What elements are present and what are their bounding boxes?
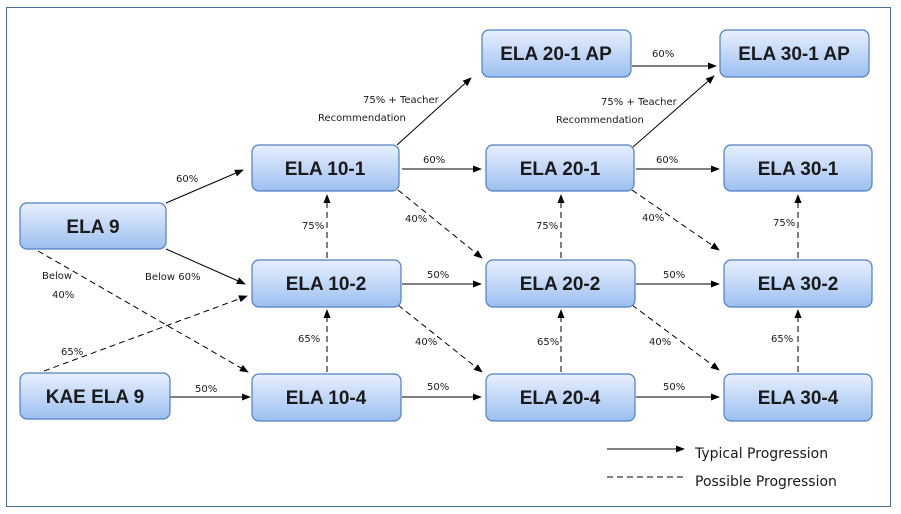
edge-label: 75% — [536, 221, 558, 232]
edge-label: 60% — [176, 174, 198, 185]
edge-ela20-1-to-ela30-1ap — [632, 75, 715, 148]
edge-labels: 60% Below 60% Below 40% 65% 50% 75% + Te… — [42, 49, 795, 395]
edges — [37, 62, 802, 401]
legend-label-possible: Possible Progression — [695, 474, 837, 490]
edge-label: 75% + Teacher — [601, 97, 678, 108]
node-ela-30-2: ELA 30-2 — [723, 259, 873, 308]
edge-ela20-2-to-ela30-4 — [631, 304, 720, 371]
edge-label: 60% — [656, 155, 678, 166]
edge-label: Recommendation — [318, 113, 406, 124]
edge-label: 60% — [423, 155, 445, 166]
edge-label: 40% — [52, 290, 74, 301]
node-ela-10-2: ELA 10-2 — [251, 259, 402, 308]
edge-ela20-1-to-ela30-2 — [631, 189, 720, 251]
edge-label: 65% — [298, 334, 320, 345]
node-label: ELA 30-4 — [758, 388, 839, 409]
nodes: ELA 9 KAE ELA 9 ELA 10-1 ELA 10-2 ELA 10… — [19, 29, 873, 422]
edge-label: 50% — [663, 382, 685, 393]
edge-ela9-to-ela10-1 — [165, 169, 244, 204]
node-label: ELA 20-1 AP — [500, 44, 612, 65]
node-label: KAE ELA 9 — [46, 387, 145, 408]
node-ela-20-1-ap: ELA 20-1 AP — [481, 29, 632, 78]
edge-label: 50% — [427, 270, 449, 281]
edge-label: Recommendation — [556, 115, 644, 126]
node-label: ELA 10-4 — [286, 388, 367, 409]
edge-label: 50% — [427, 382, 449, 393]
edge-ela10-1-to-ela20-2 — [397, 189, 483, 259]
node-ela-20-2: ELA 20-2 — [485, 259, 636, 308]
node-ela-10-4: ELA 10-4 — [251, 373, 402, 422]
node-label: ELA 20-1 — [520, 159, 601, 180]
node-label: ELA 9 — [66, 217, 119, 238]
edge-label: 40% — [649, 337, 671, 348]
node-label: ELA 30-1 AP — [738, 44, 850, 65]
node-ela-9: ELA 9 — [19, 202, 167, 250]
node-ela-30-1-ap: ELA 30-1 AP — [719, 29, 870, 78]
edge-label: 60% — [652, 49, 674, 60]
node-label: ELA 30-2 — [758, 274, 839, 295]
edge-kae9-to-ela10-2 — [43, 295, 248, 372]
edge-ela10-1-to-ela20-1ap — [396, 77, 472, 146]
node-ela-10-1: ELA 10-1 — [251, 144, 400, 192]
node-label: ELA 30-1 — [758, 159, 839, 180]
diagram-frame — [6, 7, 891, 507]
node-ela-20-1: ELA 20-1 — [485, 144, 635, 192]
legend: Typical Progression Possible Progression — [607, 445, 837, 490]
edge-label: 50% — [195, 384, 217, 395]
node-ela-20-4: ELA 20-4 — [485, 373, 636, 422]
edge-label: 75% — [773, 218, 795, 229]
node-ela-30-4: ELA 30-4 — [723, 373, 873, 422]
node-kae-ela-9: KAE ELA 9 — [19, 372, 171, 420]
node-label: ELA 10-2 — [286, 274, 367, 295]
node-ela-30-1: ELA 30-1 — [723, 144, 873, 192]
legend-label-typical: Typical Progression — [694, 446, 828, 462]
edge-label: 40% — [642, 213, 664, 224]
edge-label: 65% — [771, 334, 793, 345]
edge-ela9-to-ela10-2 — [165, 248, 246, 285]
node-label: ELA 20-4 — [520, 388, 601, 409]
edge-label: 65% — [537, 337, 559, 348]
edge-label: 40% — [415, 337, 437, 348]
edge-label: 75% — [302, 221, 324, 232]
edge-label: 75% + Teacher — [363, 95, 440, 106]
edge-ela9-to-ela10-4 — [37, 250, 249, 373]
edge-label: Below — [42, 271, 72, 282]
edge-label: 40% — [405, 214, 427, 225]
edge-label: Below 60% — [145, 272, 201, 283]
edge-label: 65% — [61, 347, 83, 358]
node-label: ELA 10-1 — [285, 159, 366, 180]
node-label: ELA 20-2 — [520, 274, 601, 295]
edge-label: 50% — [663, 270, 685, 281]
edge-ela10-2-to-ela20-4 — [397, 304, 483, 373]
